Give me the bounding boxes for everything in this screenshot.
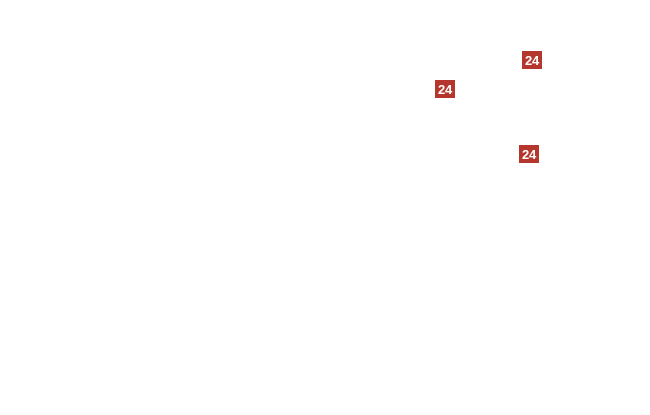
badge-count-label: 24: [524, 52, 540, 68]
badge-1[interactable]: 24: [522, 51, 542, 69]
badge-2[interactable]: 24: [435, 80, 455, 98]
badge-count-label: 24: [521, 146, 537, 162]
badge-count-label: 24: [437, 81, 453, 97]
badge-3[interactable]: 24: [519, 145, 539, 163]
